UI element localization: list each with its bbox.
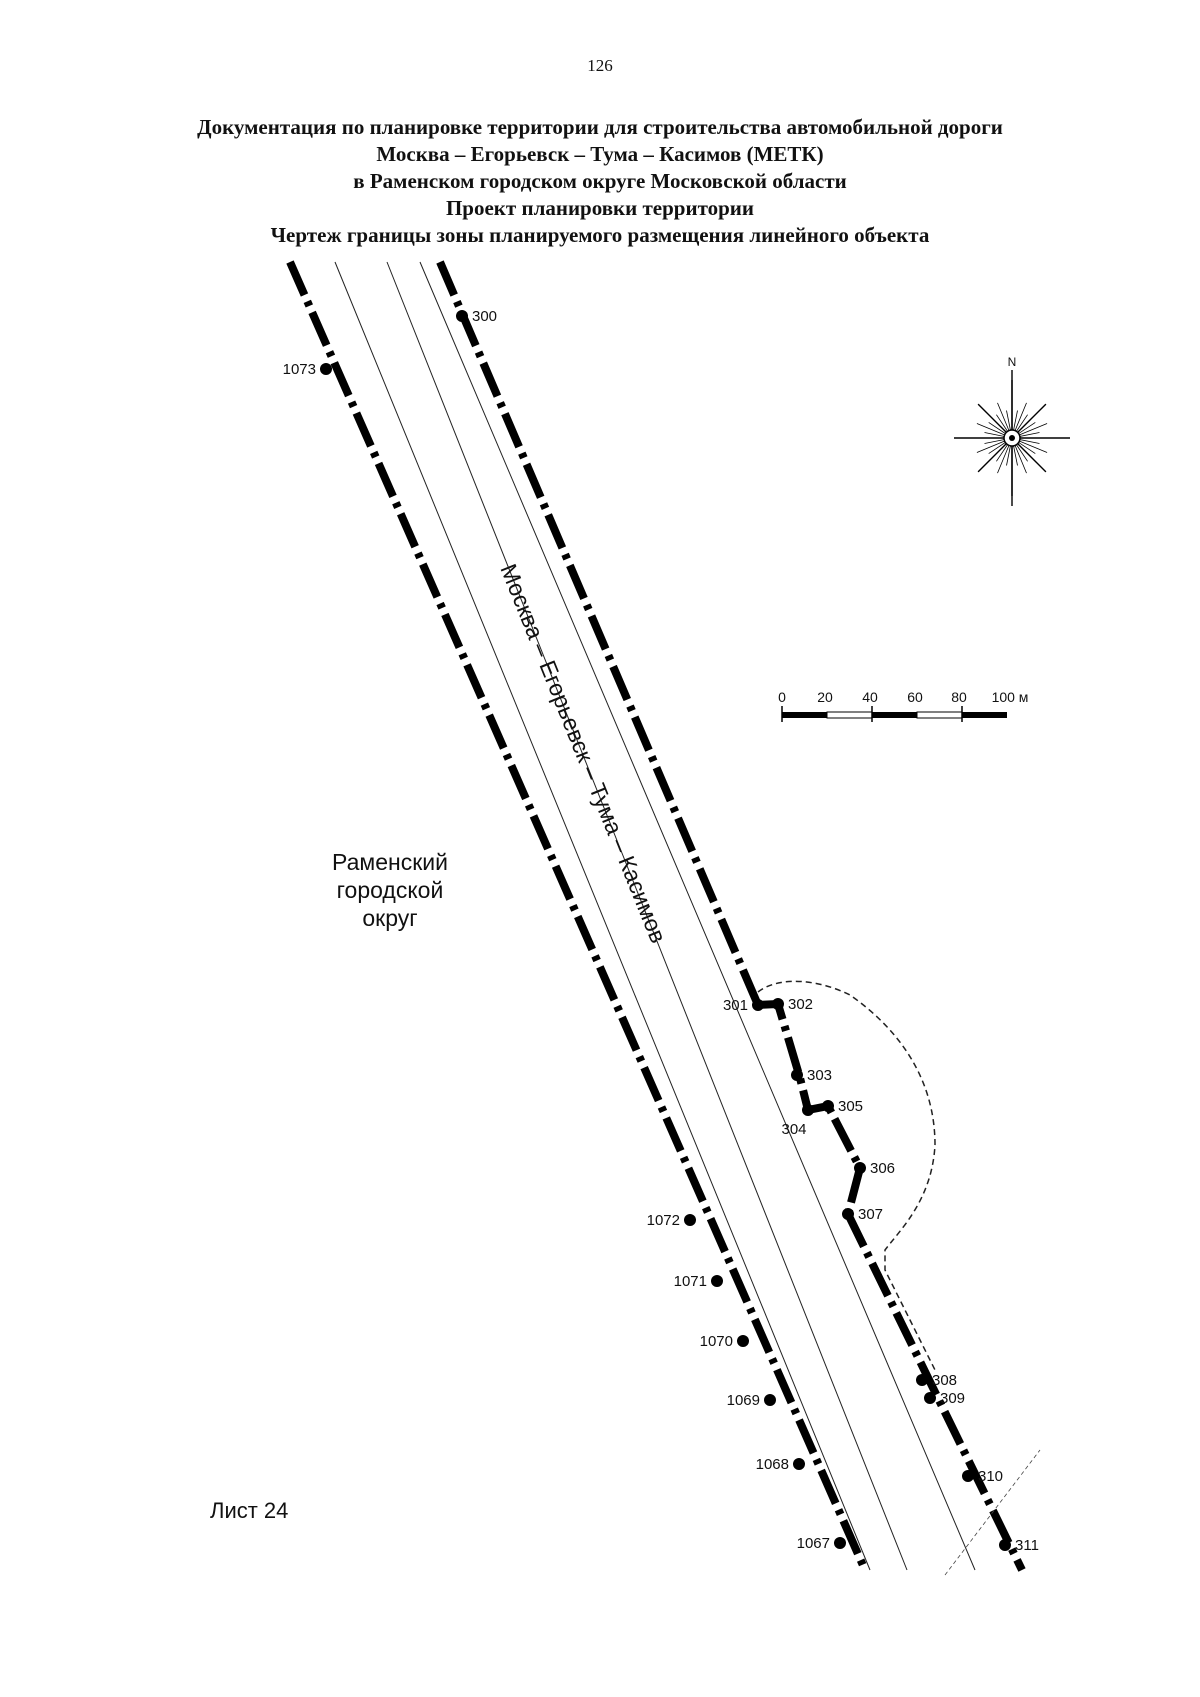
survey-point-305 [822,1100,834,1112]
survey-point-306 [854,1162,866,1174]
dashed-zone-outline [757,980,936,1371]
compass-rose: N [954,355,1070,506]
compass-north-label: N [1008,355,1017,369]
page-number: 126 [587,56,613,75]
district-label-line-2: городской [336,877,444,903]
district-label-line-1: Раменский [332,849,448,875]
survey-point-label-311: 311 [1015,1537,1039,1554]
survey-point-label-1071: 1071 [674,1273,707,1290]
survey-point-label-1073: 1073 [283,361,316,378]
survey-point-1069 [764,1394,776,1406]
survey-point-1072 [684,1214,696,1226]
thin-cross-line [944,1449,1041,1576]
survey-point-label-310: 310 [978,1468,1003,1485]
road-label: Москва – Егорьевск – Тума – Касимов [495,560,671,946]
scale-bar-seg-3 [872,712,917,718]
survey-point-1070 [737,1335,749,1347]
survey-point-label-307: 307 [858,1206,883,1223]
survey-point-label-302: 302 [788,996,813,1013]
district-label: Раменский городской округ [300,848,480,932]
survey-point-309 [924,1392,936,1404]
compass-center-dot [1009,435,1015,441]
right-boundary-lower [844,1212,1026,1572]
survey-point-1068 [793,1458,805,1470]
title-line-2: Москва – Егорьевск – Тума – Касимов (МЕТ… [376,142,824,166]
title-line-4: Проект планировки территории [445,196,755,220]
scale-label-0: 0 [778,689,786,705]
survey-point-label-301: 301 [723,997,748,1014]
scale-label-20: 20 [817,689,833,705]
district-label-line-3: округ [362,905,418,931]
survey-point-label-304: 304 [781,1121,806,1138]
scale-label-60: 60 [907,689,923,705]
road-edge-middle [386,261,908,1571]
survey-point-310 [962,1470,974,1482]
survey-point-1067 [834,1537,846,1549]
scale-label-100: 100 м [992,689,1029,705]
road-edge-left [334,261,871,1571]
survey-point-label-1068: 1068 [756,1456,789,1473]
road-edge-right [419,261,976,1571]
survey-point-label-303: 303 [807,1067,832,1084]
survey-point-label-1067: 1067 [797,1535,830,1552]
scale-bar-seg-4 [916,711,963,719]
survey-point-label-308: 308 [932,1372,957,1389]
scale-bar: 0 20 40 60 80 100 м [778,689,1028,722]
scale-bar-seg-5 [962,712,1007,718]
scale-label-40: 40 [862,689,878,705]
survey-point-307 [842,1208,854,1220]
document-title: Документация по планировке территории дл… [0,114,1200,249]
scale-label-80: 80 [951,689,967,705]
survey-point-label-300: 300 [472,308,497,325]
survey-point-302 [772,998,784,1010]
survey-point-1071 [711,1275,723,1287]
sheet-label: Лист 24 [210,1498,289,1523]
scale-bar-seg-1 [782,712,827,718]
left-boundary-line [286,260,869,1572]
survey-point-label-1069: 1069 [727,1392,760,1409]
survey-point-label-1070: 1070 [700,1333,733,1350]
survey-point-300 [456,310,468,322]
survey-point-label-306: 306 [870,1160,895,1177]
title-line-1: Документация по планировке территории дл… [197,115,1003,139]
survey-point-304 [802,1104,814,1116]
survey-point-label-309: 309 [940,1390,965,1407]
scale-bar-seg-2 [826,711,873,719]
survey-points: 1073 1072 1071 1070 1069 1068 1067 300 301 302 303… [283,308,1039,1554]
survey-point-301 [752,999,764,1011]
title-line-5: Чертеж границы зоны планируемого размеще… [270,223,930,247]
survey-point-303 [791,1069,803,1081]
title-line-3: в Раменском городском округе Московской … [353,169,847,193]
survey-point-label-1072: 1072 [647,1212,680,1229]
survey-point-label-305: 305 [838,1098,863,1115]
survey-point-311 [999,1539,1011,1551]
survey-point-308 [916,1374,928,1386]
right-boundary-upper [436,260,762,1007]
survey-point-1073 [320,363,332,375]
